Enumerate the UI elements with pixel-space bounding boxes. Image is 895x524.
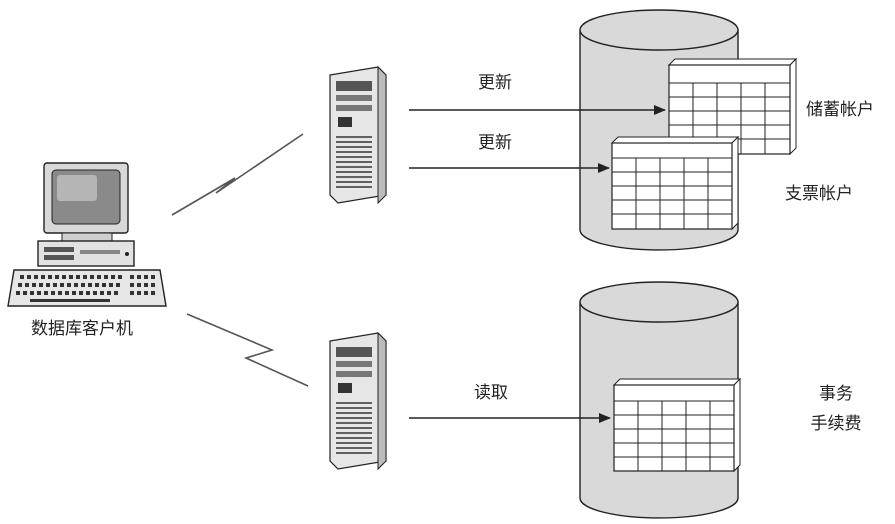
update-label-bottom: 更新 bbox=[478, 133, 512, 153]
lightning-icon bbox=[171, 133, 304, 216]
client-label: 数据库客户机 bbox=[31, 319, 133, 339]
fee-table-icon bbox=[612, 377, 742, 473]
fee-label-line2: 手续费 bbox=[810, 414, 862, 434]
tower-server-icon bbox=[329, 331, 387, 471]
client-computer-icon bbox=[7, 162, 167, 307]
fee-label-line1: 事务 bbox=[819, 384, 853, 404]
update-label-top: 更新 bbox=[478, 73, 512, 93]
lightning-icon bbox=[186, 313, 309, 387]
read-label: 读取 bbox=[474, 383, 508, 403]
checking-account-label: 支票帐户 bbox=[785, 184, 853, 204]
savings-account-label: 储蓄帐户 bbox=[806, 100, 874, 120]
tower-server-icon bbox=[329, 65, 387, 205]
checking-table-icon bbox=[610, 135, 740, 231]
